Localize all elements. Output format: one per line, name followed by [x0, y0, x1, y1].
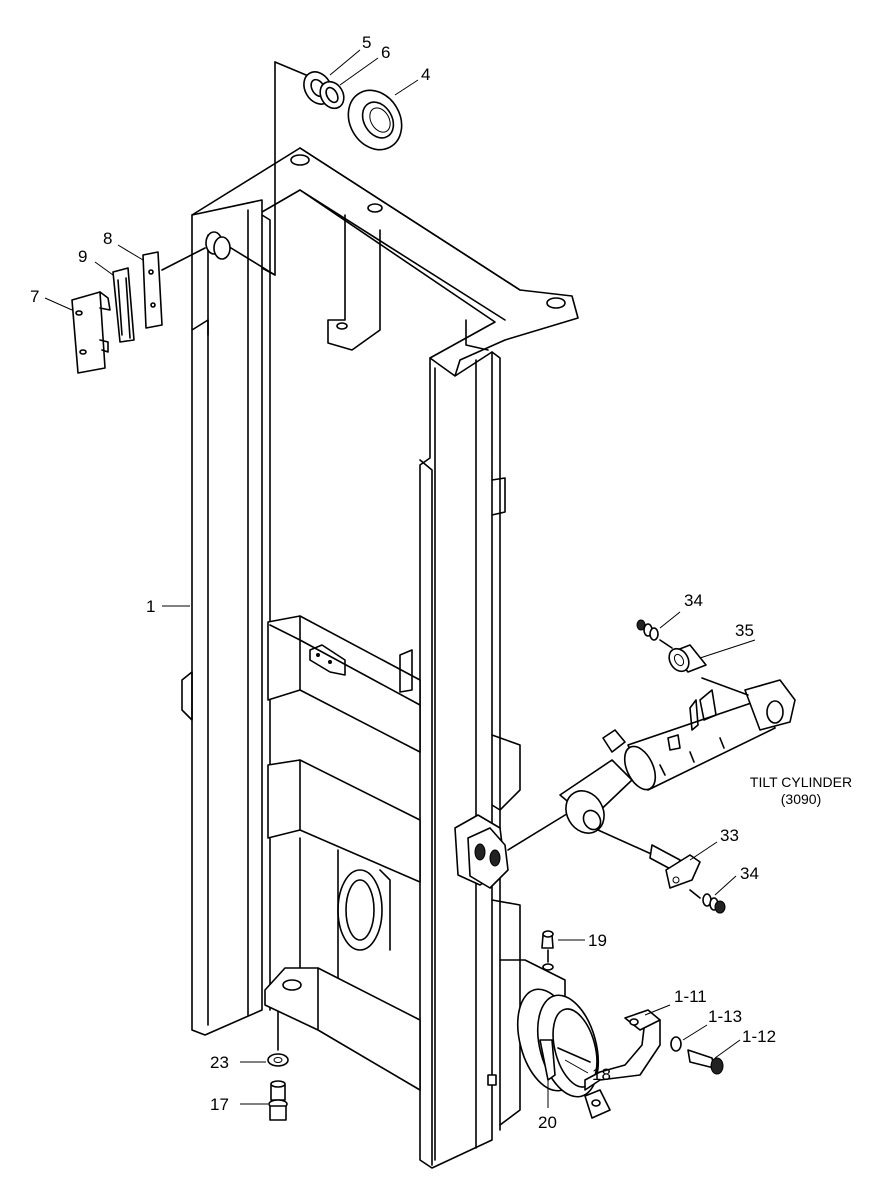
callout-7: 7 [30, 287, 39, 306]
callout-34-bottom: 34 [740, 864, 759, 883]
grease-fitting [541, 930, 554, 963]
callout-35: 35 [735, 621, 754, 640]
shim-set [71, 247, 206, 374]
tilt-cylinder [507, 677, 796, 858]
callout-23: 23 [210, 1053, 229, 1072]
callout-1: 1 [146, 597, 155, 616]
pin-35-assembly [636, 619, 707, 673]
leader-lines [44, 49, 756, 1108]
bearing-assembly [205, 61, 403, 276]
callout-1-11: 1-11 [674, 987, 707, 1006]
callout-19: 19 [588, 931, 607, 950]
callout-17: 17 [210, 1095, 229, 1114]
bottom-bolt [267, 1011, 289, 1121]
callout-8: 8 [103, 229, 112, 248]
callout-33: 33 [720, 826, 739, 845]
tilt-cylinder-code: (3090) [781, 791, 821, 807]
callout-20: 20 [538, 1113, 557, 1132]
callout-1-13: 1-13 [708, 1007, 742, 1026]
bushing-and-cap [516, 988, 724, 1119]
callout-34-top: 34 [684, 591, 703, 610]
callout-18: 18 [592, 1065, 611, 1084]
callout-4: 4 [421, 65, 430, 84]
outer-mast-frame [181, 147, 579, 1169]
pin-33-assembly [649, 844, 726, 914]
callout-1-12: 1-12 [742, 1027, 776, 1046]
callout-labels: 5 6 4 8 9 7 1 34 35 33 34 19 1-11 1-13 1… [30, 33, 852, 1132]
tilt-cylinder-title: TILT CYLINDER [750, 774, 852, 790]
callout-5: 5 [362, 33, 371, 52]
callout-6: 6 [381, 43, 390, 62]
callout-9: 9 [78, 247, 87, 266]
tilt-cylinder-bracket [454, 814, 509, 889]
